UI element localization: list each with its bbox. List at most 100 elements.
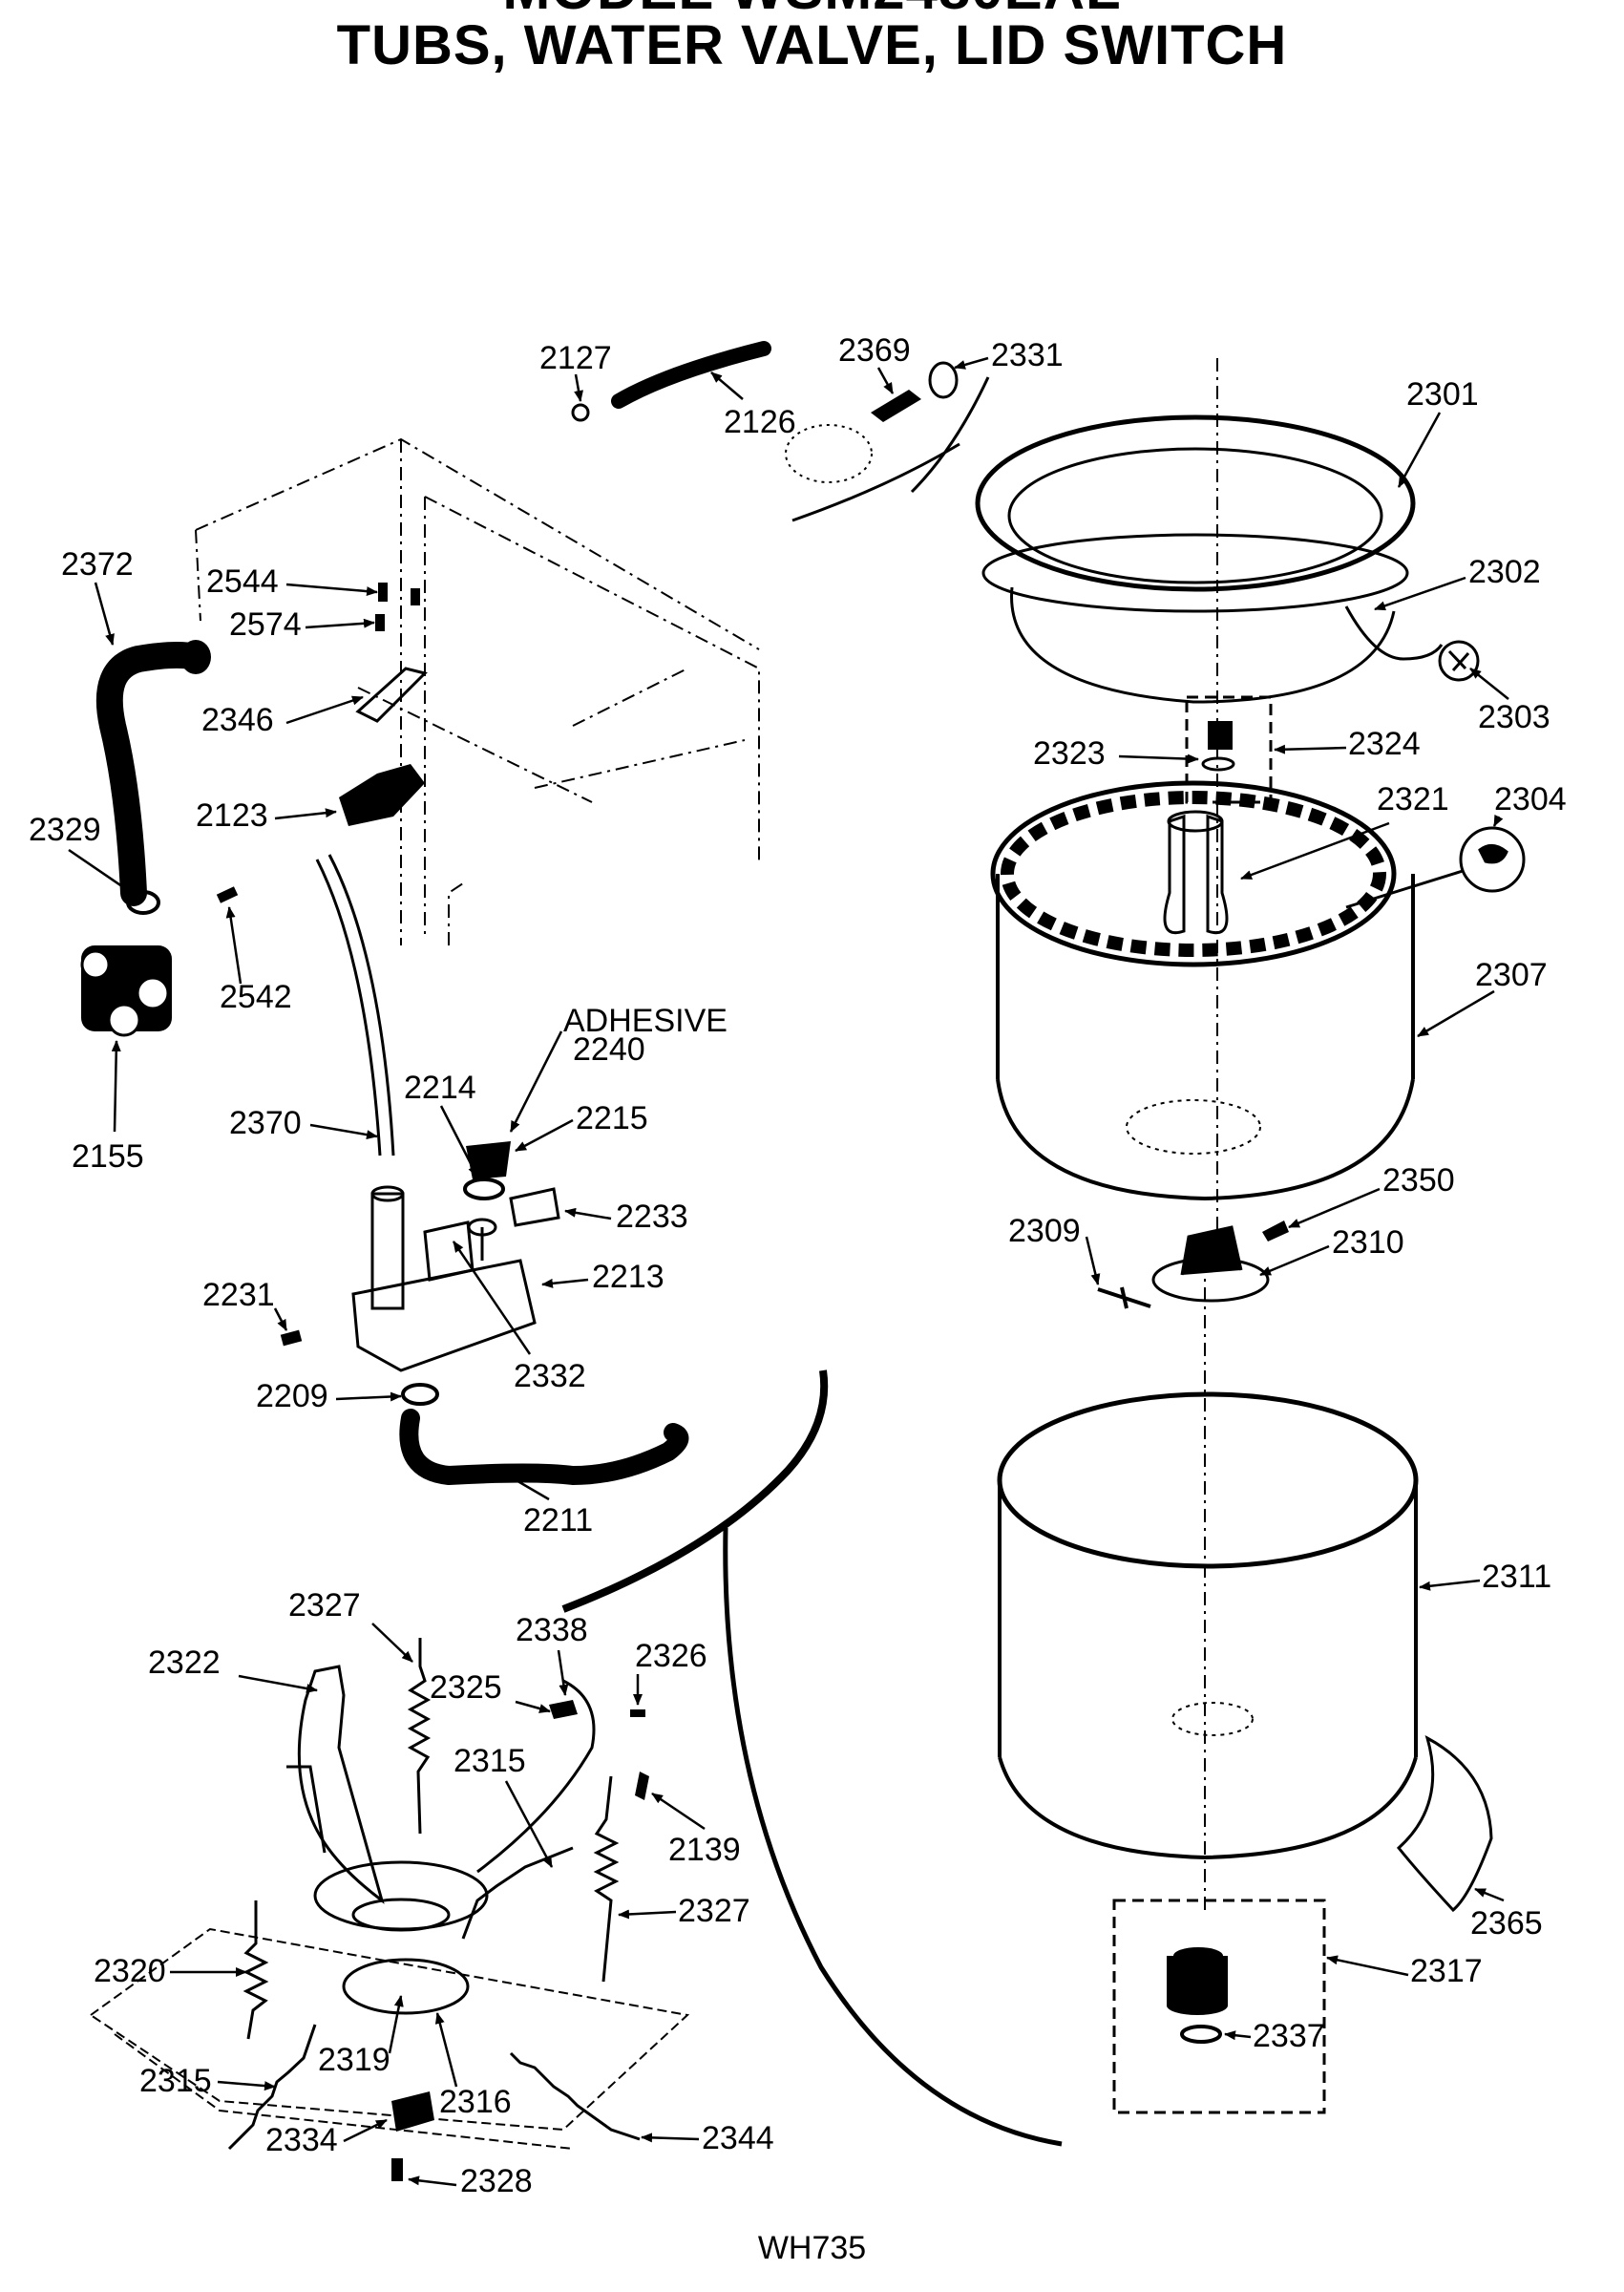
label-2346: 2346	[201, 702, 274, 738]
label-2338: 2338	[516, 1612, 588, 1648]
label-2209: 2209	[256, 1378, 328, 1414]
label-2320: 2320	[94, 1953, 166, 1989]
cap-2215	[466, 1141, 511, 1179]
label-2372: 2372	[61, 546, 134, 583]
motor-plate-2316	[313, 1860, 489, 2015]
label-2334: 2334	[265, 2122, 338, 2158]
plate-2233	[509, 1187, 560, 1227]
cabinet-side-curve	[723, 1527, 1063, 2147]
drive-hub-2310	[1151, 1225, 1270, 1303]
clamp-2209	[401, 1383, 439, 1406]
label-2211: 2211	[523, 1502, 593, 1539]
cap-box-2317	[1112, 1899, 1326, 2114]
label-2319: 2319	[318, 2042, 390, 2078]
tub-gasket-2302	[1344, 605, 1444, 661]
label-2542: 2542	[220, 979, 292, 1015]
hose-2211	[399, 1409, 689, 1486]
label-2365: 2365	[1470, 1905, 1543, 1942]
label-2233: 2233	[616, 1199, 688, 1235]
hose-2372-end	[180, 640, 211, 674]
connector-2369	[871, 390, 921, 422]
ring-2331	[928, 361, 959, 399]
label-2301: 2301	[1406, 376, 1479, 413]
nut-box-2324	[1185, 695, 1273, 804]
clip-2303	[1438, 640, 1480, 682]
label-2317: 2317	[1410, 1953, 1483, 1989]
dotted-hose-outline	[785, 424, 873, 483]
label-2328: 2328	[460, 2163, 533, 2199]
label-2369: 2369	[838, 332, 911, 369]
label-2332: 2332	[514, 1358, 586, 1394]
water-valve-2155	[80, 945, 172, 1037]
cabinet-front-curve	[561, 1369, 829, 1613]
model-title: MODEL WSM2480EAL	[0, 0, 1624, 22]
label-2303: 2303	[1478, 699, 1550, 735]
screw-2231	[280, 1329, 303, 1347]
label-adhesive: ADHESIVE	[563, 1003, 728, 1039]
tub-cover-2301	[975, 414, 1416, 704]
label-2309: 2309	[1008, 1213, 1081, 1249]
outer-shell-arcs	[791, 376, 990, 522]
hose-2372	[95, 641, 209, 906]
label-2574: 2574	[229, 606, 302, 643]
nut-2323	[1201, 721, 1235, 772]
actuator-2346	[355, 667, 428, 723]
label-2213: 2213	[592, 1259, 664, 1295]
part-labels: 2127 2126 2369 2331 2301 2372 2544 2574 …	[29, 332, 1567, 2199]
pin-2309	[1097, 1286, 1151, 1309]
small-parts-lower	[391, 1700, 649, 2181]
screw-2574	[375, 614, 385, 631]
screw-callout-2304	[1345, 826, 1526, 909]
screw-2542	[216, 886, 239, 903]
washer-2337	[1180, 2025, 1222, 2044]
label-2231: 2231	[202, 1277, 275, 1313]
label-2324: 2324	[1348, 726, 1421, 762]
label-2544: 2544	[206, 563, 279, 600]
tube-2370	[327, 854, 395, 1157]
label-2304: 2304	[1494, 781, 1567, 817]
outer-tub-2311	[997, 1391, 1419, 1860]
label-2127: 2127	[539, 340, 612, 376]
label-2316: 2316	[439, 2084, 512, 2120]
screw-2350	[1262, 1220, 1289, 1242]
leader-lines	[68, 356, 1509, 2187]
label-2126: 2126	[724, 404, 796, 440]
label-2321: 2321	[1377, 781, 1449, 817]
label-2315a: 2315	[453, 1743, 526, 1779]
lid-switch-2123	[339, 764, 425, 826]
cap-2317	[1167, 1947, 1228, 2015]
spin-basket-2307	[990, 780, 1415, 1201]
label-2329: 2329	[29, 812, 101, 848]
label-2240: 2240	[573, 1031, 645, 1068]
label-2307: 2307	[1475, 957, 1548, 993]
suspension-base	[90, 1927, 690, 2150]
springs	[227, 1638, 641, 2151]
label-2337: 2337	[1253, 2018, 1325, 2054]
label-2350: 2350	[1382, 1162, 1455, 1199]
label-2302: 2302	[1468, 554, 1541, 590]
label-2322: 2322	[148, 1645, 221, 1681]
ring-2214	[463, 1178, 505, 1200]
fitting-2127	[571, 403, 590, 422]
label-2310: 2310	[1332, 1224, 1404, 1261]
suspension-bracket-2322	[286, 1665, 596, 1904]
label-2331: 2331	[991, 337, 1064, 373]
diagram-title: TUBS, WATER VALVE, LID SWITCH	[336, 14, 1288, 76]
air-dome-2213	[351, 1185, 537, 1372]
hose-2126	[611, 341, 771, 409]
label-2344: 2344	[702, 2120, 774, 2156]
label-2215: 2215	[576, 1100, 648, 1136]
clamp-2329	[126, 890, 160, 915]
label-2123: 2123	[196, 797, 268, 834]
label-2370: 2370	[229, 1105, 302, 1141]
label-2311: 2311	[1482, 1559, 1551, 1595]
label-2326: 2326	[635, 1638, 707, 1674]
label-2315b: 2315	[139, 2063, 212, 2099]
diagram-code: WH735	[757, 2230, 867, 2266]
label-2323: 2323	[1033, 735, 1106, 772]
tube-2370-inner	[315, 859, 382, 1157]
screw-2544	[378, 583, 420, 605]
label-2155: 2155	[72, 1138, 144, 1175]
label-2139: 2139	[668, 1832, 741, 1868]
